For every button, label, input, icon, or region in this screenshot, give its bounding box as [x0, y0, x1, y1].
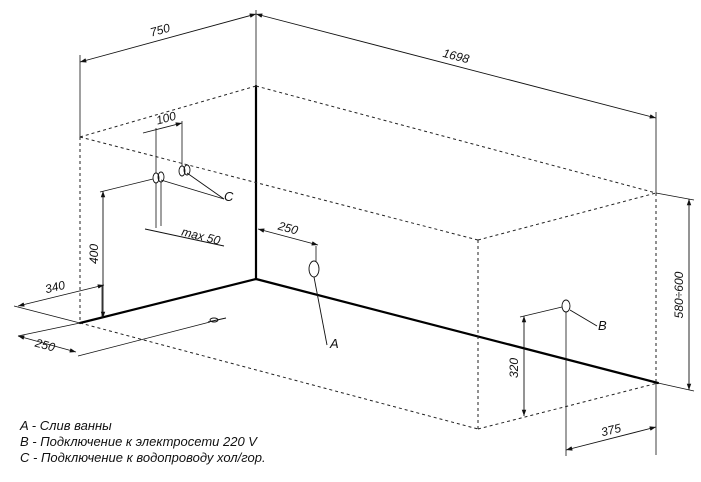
dim-375: 375 — [600, 421, 623, 440]
dimension-c-max: max 50 — [144, 182, 225, 248]
dim-250-side: 250 — [33, 336, 57, 355]
dimension-side-250: 250 — [17, 321, 211, 357]
connection-c: C — [152, 164, 234, 204]
edge-floor-wall — [78, 277, 258, 325]
label-a: A — [329, 336, 339, 351]
edge-top-left — [79, 85, 257, 138]
drain-a — [308, 260, 320, 278]
connection-b: B — [561, 299, 607, 333]
dimension-c-spacing: 100 — [142, 109, 183, 173]
box-dashed-edges — [79, 85, 659, 430]
legend-c: C - Подключение к водопроводу хол/гор. — [20, 450, 266, 465]
socket-b — [561, 299, 571, 313]
legend-a: A - Слив ванны — [19, 418, 112, 433]
edge-top-front — [79, 136, 479, 241]
dim-100: 100 — [154, 109, 177, 128]
edge-floor-long — [254, 277, 660, 385]
edge-bottom-right — [477, 382, 659, 430]
label-b: B — [598, 318, 607, 333]
dimension-c-height: 400 — [87, 178, 154, 318]
dimension-b-height: 320 — [507, 306, 563, 416]
dimension-length-top: 1698 — [255, 13, 657, 193]
legend: A - Слив ванны B - Подключение к электро… — [19, 418, 266, 465]
legend-b: B - Подключение к электросети 220 V — [20, 434, 258, 449]
dim-max-50: max 50 — [180, 225, 222, 248]
label-c: C — [224, 189, 234, 204]
dim-400: 400 — [87, 244, 101, 264]
dim-250-a: 250 — [276, 219, 300, 238]
connection-a: A — [308, 260, 339, 351]
edge-bottom-front — [79, 322, 479, 430]
dim-750: 750 — [148, 21, 171, 40]
floor-marker — [207, 317, 227, 323]
dim-1698: 1698 — [441, 46, 471, 66]
dimension-a-offset: 250 — [257, 219, 319, 261]
pipe-c-2b — [183, 164, 191, 176]
box-solid-edges — [78, 84, 660, 385]
dim-320: 320 — [507, 358, 521, 378]
edge-top-right — [477, 192, 657, 241]
dimension-height-range: 580÷600 — [655, 192, 695, 392]
dimension-side-340: 340 — [13, 278, 105, 324]
dimension-b-offset: 375 — [565, 312, 657, 456]
dim-580-600: 580÷600 — [672, 271, 686, 318]
dim-340: 340 — [44, 278, 67, 297]
dimension-width-top: 750 — [79, 10, 257, 137]
